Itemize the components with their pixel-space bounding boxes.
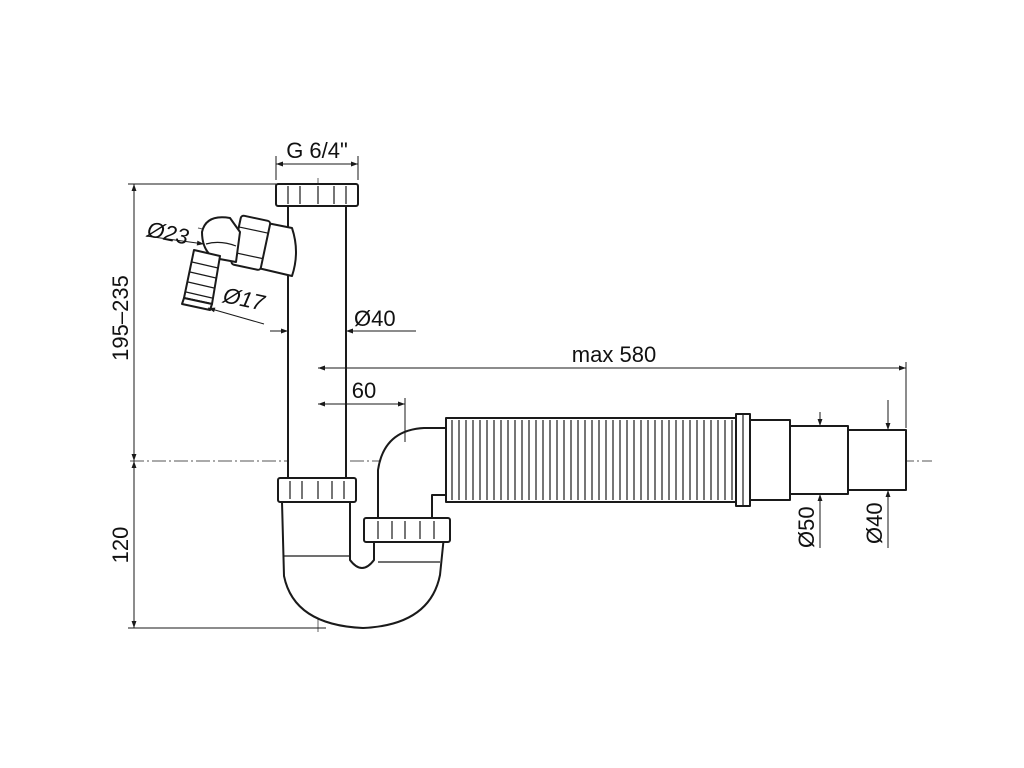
- hose-adapter: [735, 413, 907, 507]
- u-trap: [281, 501, 445, 629]
- trap-nut: [363, 517, 451, 543]
- dimension-lines: [128, 156, 907, 629]
- pipe-diameter-40-label: Ø40: [354, 306, 396, 331]
- outlet-diameter-40-label: Ø40: [862, 502, 887, 544]
- hose-diameter-17-label: Ø17: [220, 282, 268, 315]
- lower-riser-nut: [277, 477, 357, 503]
- trap-elbow: [377, 427, 453, 519]
- hose-diameter-23-label: Ø23: [144, 216, 192, 249]
- outlet-diameter-50-label: Ø50: [794, 506, 819, 548]
- height-range-label: 195–235: [108, 275, 133, 361]
- top-nut: [275, 183, 359, 207]
- max-length-label: max 580: [572, 342, 656, 367]
- flexible-hose: [445, 417, 739, 503]
- offset-60-label: 60: [352, 378, 376, 403]
- thread-size-label: G 6/4": [286, 138, 348, 163]
- hose-connector: [181, 214, 272, 311]
- lower-height-label: 120: [108, 527, 133, 564]
- riser-pipe: [287, 203, 347, 483]
